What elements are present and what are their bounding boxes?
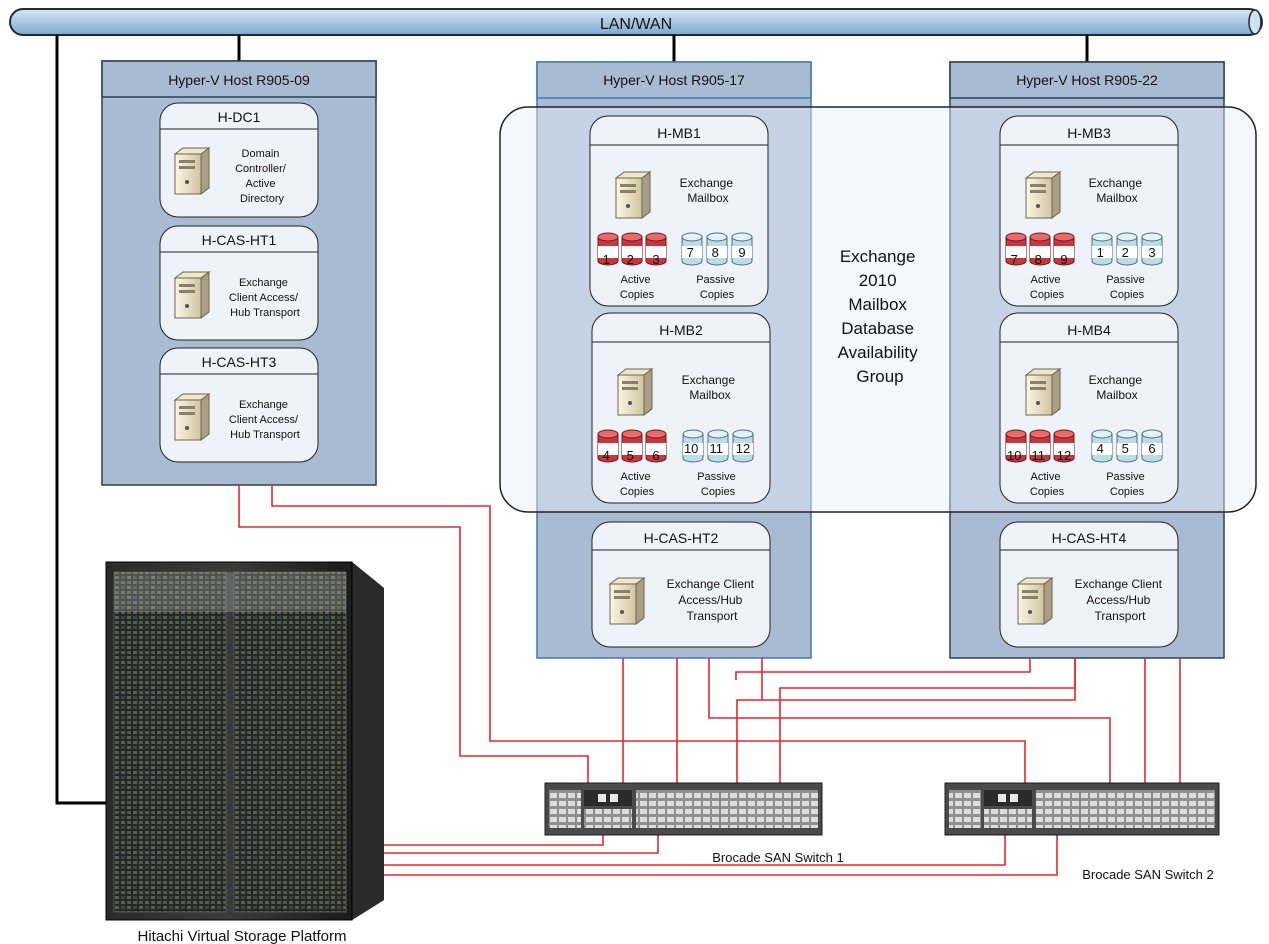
dag-label: Exchange 2010 Mailbox Database Availabil… [838,247,923,386]
vm-title: H-MB1 [657,125,701,141]
vm-h-cas-ht4[interactable]: H-CAS-HT4 Exchange Client Access/Hub Tra… [999,521,1179,648]
passive-copies: 1 2 3 Passive Copies [1091,232,1163,301]
host-title: Hyper-V Host R905-22 [1016,72,1158,88]
server-icon [174,271,210,319]
vm-title: H-CAS-HT4 [1052,530,1127,546]
svg-text:Passive Copies: Passive Copies [1106,471,1148,498]
lan-wan-pipe: LAN/WAN [9,8,1263,36]
server-icon [1025,171,1061,219]
vm-description: Exchange Mailbox [682,373,739,402]
svg-text:1 2 3: 1 2 3 [1097,245,1156,260]
vm-title: H-MB4 [1067,322,1111,338]
san-links [238,485,1181,876]
vm-title: H-DC1 [218,109,261,125]
svg-text:7 8 9: 7 8 9 [1011,252,1068,267]
switch-label: Brocade SAN Switch 1 [712,850,844,865]
svg-text:Passive Copies: Passive Copies [1106,274,1148,301]
vm-description: Exchange Client Access/Hub Transport [1075,577,1166,623]
vm-title: H-MB2 [659,322,703,338]
active-copies: 1 2 3 Active Copies [597,232,667,301]
svg-text:7 8 9: 7 8 9 [687,245,746,260]
active-copies: 10 11 12 Active Copies [1005,429,1075,498]
svg-text:Active Copies: Active Copies [1030,274,1065,301]
server-icon [617,368,653,416]
passive-copies: 10 11 12 Passive Copies [682,429,754,498]
passive-copies: 4 5 6 Passive Copies [1091,429,1163,498]
passive-copies: 7 8 9 Passive Copies [681,232,753,301]
svg-text:4 5 6: 4 5 6 [1097,441,1156,456]
server-icon [1025,368,1061,416]
server-icon [1017,577,1053,625]
svg-text:Active Copies: Active Copies [1030,471,1065,498]
host-title: Hyper-V Host R905-09 [168,72,310,88]
active-copies: 4 5 6 Active Copies [597,429,667,498]
svg-text:1 2 3: 1 2 3 [603,252,660,267]
vm-description: Exchange Client Access/Hub Transport [667,577,758,623]
vm-description: Exchange Mailbox [1089,373,1146,402]
svg-text:10 11 12: 10 11 12 [1007,448,1071,463]
server-icon [174,147,210,195]
vm-description: Exchange Mailbox [680,176,737,205]
vm-title: H-CAS-HT1 [202,232,277,248]
storage-label: Hitachi Virtual Storage Platform [138,928,347,944]
vm-title: H-CAS-HT2 [644,530,719,546]
server-icon [174,393,210,441]
vm-h-mb1[interactable]: H-MB1 Exchange Mailbox 1 2 3 Active Copi… [589,115,769,307]
active-copies: 7 8 9 Active Copies [1005,232,1075,301]
svg-text:Passive Copies: Passive Copies [696,274,738,301]
svg-text:Active Copies: Active Copies [620,274,655,301]
vm-h-mb3[interactable]: H-MB3 Exchange Mailbox 7 8 9 Active Copi… [999,115,1179,307]
vm-title: H-MB3 [1067,125,1111,141]
vm-h-mb4[interactable]: H-MB4 Exchange Mailbox 10 11 12 Active C… [999,312,1179,504]
vm-description: Domain Controller/ Active Directory [235,148,289,205]
vm-title: H-CAS-HT3 [202,354,277,370]
switch-label: Brocade SAN Switch 2 [1082,867,1214,882]
san-switch-1[interactable]: Brocade SAN Switch 1 [544,782,844,865]
vm-h-cas-ht3[interactable]: H-CAS-HT3 Exchange Client Access/ Hub Tr… [159,347,319,463]
hitachi-storage-rack[interactable]: Hitachi Virtual Storage Platform [105,561,384,944]
san-switch-2[interactable]: Brocade SAN Switch 2 [944,782,1220,882]
vm-h-dc1[interactable]: H-DC1 Domain Controller/ Active Director… [159,102,319,218]
lan-wan-label: LAN/WAN [600,16,672,33]
vm-description: Exchange Mailbox [1089,176,1146,205]
vm-h-mb2[interactable]: H-MB2 Exchange Mailbox 4 5 6 Active Copi… [591,312,771,504]
host-title: Hyper-V Host R905-17 [603,72,745,88]
svg-text:10 11 12: 10 11 12 [684,441,750,456]
lan-connections [55,35,1089,805]
server-icon [615,171,651,219]
svg-text:Passive Copies: Passive Copies [697,471,739,498]
server-icon [609,577,645,625]
vm-description: Exchange Client Access/ Hub Transport [229,277,301,319]
svg-text:Active Copies: Active Copies [620,471,655,498]
vm-h-cas-ht1[interactable]: H-CAS-HT1 Exchange Client Access/ Hub Tr… [159,225,319,341]
vm-h-cas-ht2[interactable]: H-CAS-HT2 Exchange Client Access/Hub Tra… [591,521,771,648]
vm-description: Exchange Client Access/ Hub Transport [229,399,301,441]
svg-text:4 5 6: 4 5 6 [603,448,660,463]
